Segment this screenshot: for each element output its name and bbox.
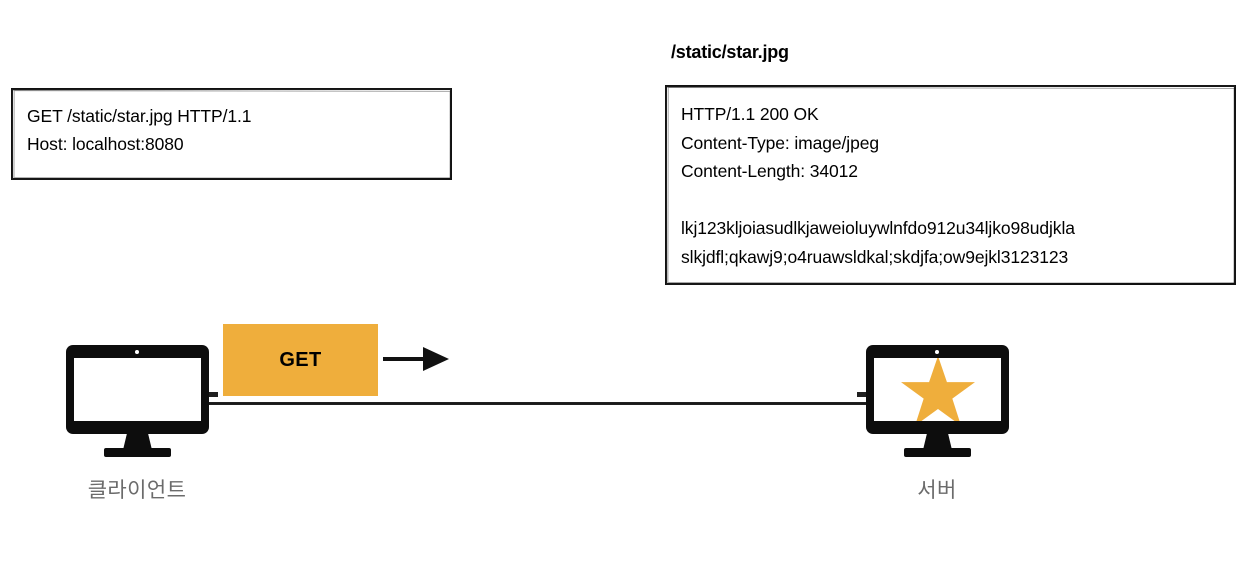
client-label: 클라이언트 [87,479,187,502]
server-monitor-base [904,448,971,457]
client-monitor-base [104,448,171,457]
get-method-badge-label: GET [279,348,322,371]
server-monitor-neck [923,433,952,450]
response-message-box: HTTP/1.1 200 OK Content-Type: image/jpeg… [665,85,1236,285]
response-message-text: HTTP/1.1 200 OK Content-Type: image/jpeg… [681,104,1075,267]
client-monitor-body [66,345,209,434]
server-monitor-icon [857,345,1009,457]
server-monitor-camera [935,350,939,354]
client-monitor-port [207,392,218,397]
server-monitor-body [866,345,1009,434]
request-message-box: GET /static/star.jpg HTTP/1.1 Host: loca… [11,88,452,180]
client-monitor-neck [123,433,152,450]
client-monitor-camera [135,350,139,354]
server-monitor-port [857,392,868,397]
server-monitor-screen [874,358,1001,421]
client-server-connection-line [196,402,886,405]
client-monitor-icon [66,345,218,457]
client-monitor-screen [74,358,201,421]
server-label: 서버 [917,479,957,502]
request-message-text: GET /static/star.jpg HTTP/1.1 Host: loca… [27,106,252,154]
arrow-right-icon [383,347,449,371]
resource-path-title: /static/star.jpg [671,42,789,62]
get-method-badge: GET [223,324,378,396]
star-icon [901,358,975,421]
